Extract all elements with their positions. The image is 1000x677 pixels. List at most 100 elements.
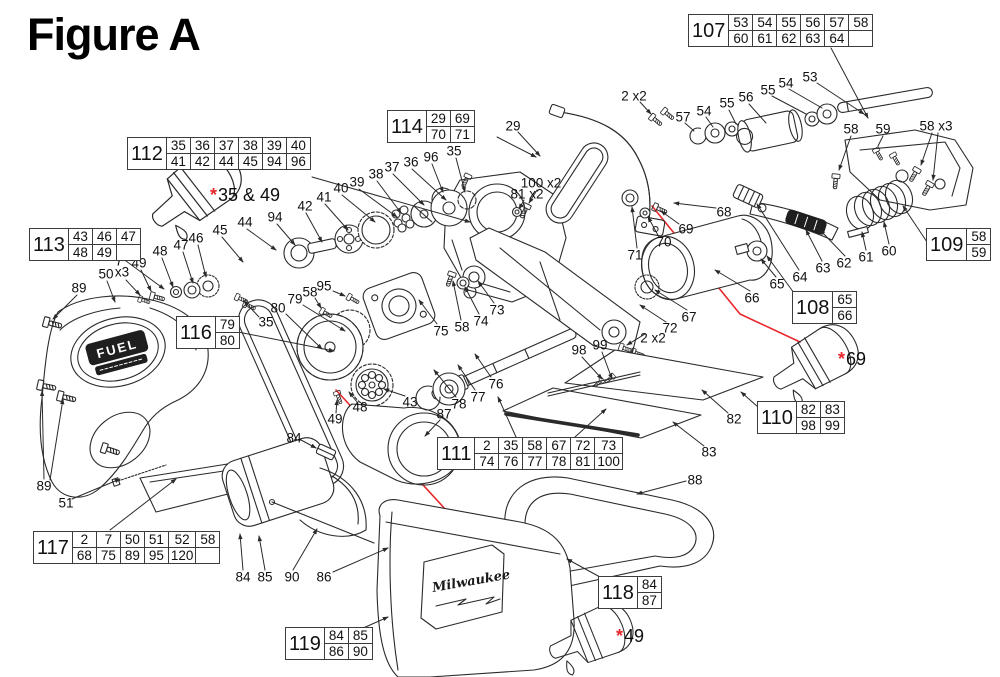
part-ref: 44 bbox=[213, 153, 238, 169]
part-label: 2 x2 bbox=[621, 88, 647, 104]
part-label: 35 bbox=[258, 314, 274, 330]
part-label: 89 bbox=[36, 478, 52, 494]
frame-assembly bbox=[469, 227, 646, 361]
part-label: 48 bbox=[352, 399, 368, 415]
part-label: 94 bbox=[267, 209, 283, 225]
part-ref: 54 bbox=[752, 15, 776, 30]
part-ref: 49 bbox=[91, 244, 116, 260]
part-ref: 80 bbox=[215, 332, 239, 348]
part-label: 37 bbox=[384, 159, 400, 175]
part-ref: 57 bbox=[824, 15, 848, 30]
front-roller-assembly bbox=[634, 214, 773, 301]
part-label: 62 bbox=[836, 255, 852, 271]
part-ref: 120 bbox=[167, 547, 196, 563]
part-ref: 35 bbox=[498, 438, 522, 453]
part-ref: 55 bbox=[776, 15, 800, 30]
parts-table-id: 119 bbox=[289, 632, 321, 655]
highlight-asterisk: * bbox=[616, 626, 624, 646]
part-ref: 52 bbox=[167, 532, 196, 547]
part-label: 42 bbox=[297, 198, 313, 214]
part-label: 49 bbox=[327, 411, 343, 427]
part-label: 73 bbox=[489, 302, 505, 318]
part-label: x3 bbox=[114, 264, 130, 280]
top-right-assembly bbox=[647, 86, 974, 241]
part-ref: 42 bbox=[189, 153, 214, 169]
part-ref: 90 bbox=[347, 643, 372, 659]
milwaukee-logo-panel: Milwaukee bbox=[420, 544, 511, 630]
parts-table-id: 111 bbox=[441, 442, 472, 465]
snap-ring-78 bbox=[415, 385, 441, 411]
part-label: 41 bbox=[316, 189, 332, 205]
highlight-label: *35 & 49 bbox=[210, 185, 280, 206]
part-ref: 63 bbox=[800, 30, 825, 46]
rod-53 bbox=[837, 86, 933, 114]
part-ref bbox=[848, 30, 873, 46]
part-label: 43 bbox=[402, 394, 418, 410]
part-ref: 58 bbox=[195, 532, 219, 547]
part-label: 75 bbox=[433, 323, 449, 339]
part-ref: 29 bbox=[430, 111, 446, 126]
part-ref: 77 bbox=[522, 453, 547, 469]
part-label: 56 bbox=[738, 89, 754, 105]
part-ref: 45 bbox=[237, 153, 262, 169]
part-ref: 39 bbox=[261, 138, 286, 153]
part-label: 60 bbox=[881, 243, 897, 259]
part-ref: 58 bbox=[971, 229, 987, 244]
part-label: 72 bbox=[662, 320, 678, 336]
part-ref: 7 bbox=[95, 532, 120, 547]
part-ref: 69 bbox=[449, 111, 474, 126]
part-ref: 87 bbox=[637, 592, 661, 608]
motor-assembly bbox=[137, 272, 577, 486]
part-ref: 61 bbox=[752, 30, 777, 46]
part-label: 86 bbox=[316, 569, 332, 585]
part-label: 2 x2 bbox=[640, 330, 666, 346]
part-label: 100 x2 bbox=[520, 175, 562, 191]
highlight-asterisk: * bbox=[210, 185, 218, 205]
parts-table-id: 116 bbox=[180, 321, 212, 344]
part-label: 51 bbox=[58, 495, 74, 511]
highlight-asterisk: * bbox=[838, 349, 846, 369]
part-label: 53 bbox=[802, 69, 818, 85]
highlight-text: 35 & 49 bbox=[218, 185, 281, 205]
highlight-label: *69 bbox=[838, 349, 866, 370]
part-label: 7 bbox=[115, 253, 123, 269]
part-label: 58 bbox=[843, 121, 859, 137]
part-label: 44 bbox=[237, 214, 253, 230]
part-ref: 53 bbox=[733, 15, 749, 30]
part-ref: 96 bbox=[285, 153, 310, 169]
part-label: 84 bbox=[235, 569, 251, 585]
part-ref: 78 bbox=[546, 453, 571, 469]
part-ref: 66 bbox=[833, 307, 857, 323]
parts-table-id: 110 bbox=[761, 406, 793, 429]
part-ref: 48 bbox=[68, 244, 92, 260]
part-label: 70 bbox=[656, 234, 672, 250]
part-ref: 83 bbox=[819, 402, 844, 417]
part-ref: 79 bbox=[219, 317, 235, 332]
part-ref: 74 bbox=[475, 453, 499, 469]
part-label: 54 bbox=[696, 103, 712, 119]
part-label: 71 bbox=[627, 247, 643, 263]
part-label: 68 bbox=[716, 204, 732, 220]
part-ref: 71 bbox=[449, 126, 474, 142]
bag-clamp-sleeve bbox=[221, 437, 335, 527]
parts-table-id: 109 bbox=[930, 233, 964, 256]
brush-plate-75 bbox=[362, 272, 436, 340]
leader-lines bbox=[39, 47, 939, 630]
part-ref: 51 bbox=[143, 532, 168, 547]
part-ref: 84 bbox=[328, 628, 344, 643]
part-ref: 86 bbox=[324, 643, 348, 659]
part-ref: 38 bbox=[237, 138, 262, 153]
part-label: 65 bbox=[769, 276, 785, 292]
part-label: 90 bbox=[284, 569, 300, 585]
parts-table-id: 117 bbox=[37, 536, 69, 559]
part-ref: 89 bbox=[119, 547, 144, 563]
spindle-stack bbox=[283, 187, 477, 269]
part-label: 29 bbox=[505, 118, 521, 134]
part-ref: 67 bbox=[546, 438, 570, 453]
part-ref: 47 bbox=[115, 229, 140, 244]
